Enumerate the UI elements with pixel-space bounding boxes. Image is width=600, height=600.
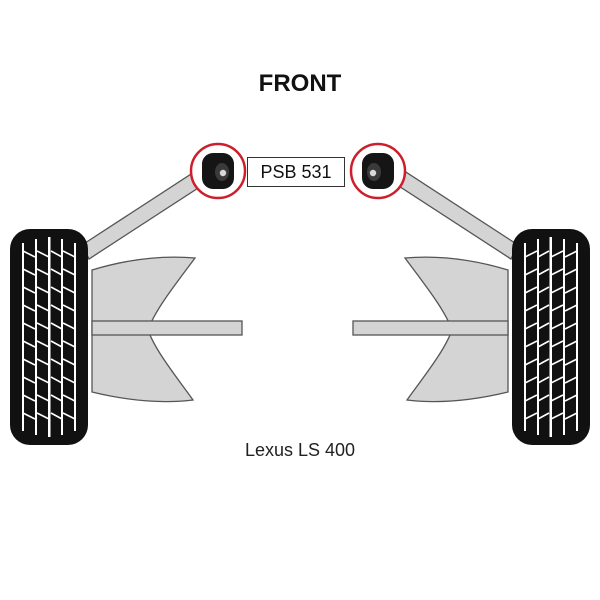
left-axle-bar	[91, 320, 243, 336]
vehicle-model-label: Lexus LS 400	[244, 440, 356, 460]
left-tyre	[9, 228, 89, 446]
right-tyre	[511, 228, 591, 446]
right-upper-link	[387, 164, 519, 260]
right-axle-bar	[352, 320, 509, 336]
front-heading: FRONT	[258, 70, 342, 97]
part-number-label: PSB 531	[247, 157, 345, 187]
right-bush-highlight	[349, 142, 407, 200]
left-bush-highlight	[189, 142, 247, 200]
